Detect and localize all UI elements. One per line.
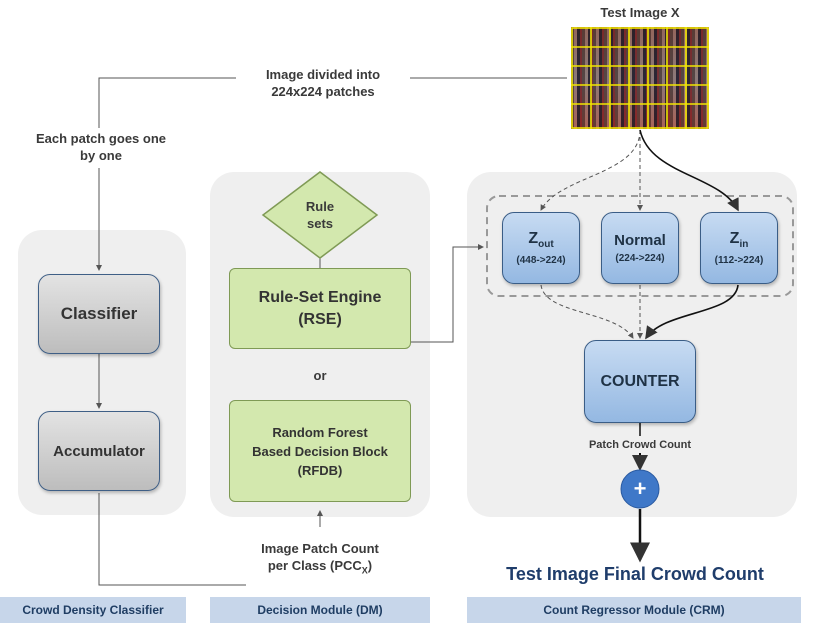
classifier-box: Classifier: [38, 274, 160, 354]
plus-sign: +: [633, 476, 647, 501]
footer-dm: Decision Module (DM): [210, 597, 430, 623]
zout-sub: out: [538, 239, 554, 251]
counter-box: COUNTER: [584, 340, 696, 423]
rfdb-box: Random Forest Based Decision Block (RFDB…: [229, 400, 411, 502]
footer-cdc-label: Crowd Density Classifier: [22, 603, 164, 617]
or-label: or: [313, 368, 327, 383]
test-image: [571, 27, 709, 129]
classifier-label: Classifier: [60, 304, 138, 323]
zin-counter-arrow: [645, 284, 739, 340]
zout-counter-arrow: [540, 284, 634, 339]
pcc-close-text: ): [367, 558, 373, 573]
test-image-title: Test Image X: [600, 5, 680, 20]
footer-dm-label: Decision Module (DM): [257, 603, 383, 617]
footer-cdc: Crowd Density Classifier: [0, 597, 186, 623]
sum-circle: [620, 469, 660, 509]
rse-box: Rule-Set Engine (RSE): [229, 268, 411, 349]
accumulator-pcc-line: [98, 493, 246, 586]
zout-ratio: (448->224): [516, 254, 566, 266]
divided-label: Image divided into 224x224 patches: [265, 67, 381, 99]
zout-box: Zout (448->224): [502, 212, 580, 284]
patch-flow-line-left: [98, 77, 236, 128]
each-patch-label: Each patch goes one by one: [35, 131, 167, 163]
rse-crm-line: [411, 244, 484, 343]
zin-ratio: (112->224): [714, 254, 764, 266]
normal-ratio: (224->224): [615, 253, 665, 264]
normal-box: Normal (224->224): [601, 212, 679, 284]
accumulator-label: Accumulator: [53, 442, 145, 460]
pcc-label: Image Patch Count per Class (PCCX): [222, 540, 418, 580]
rse-label: Rule-Set Engine (RSE): [258, 288, 382, 328]
pcc-sub-text: X: [361, 565, 368, 576]
counter-label: COUNTER: [600, 372, 680, 390]
rfdb-label: Random Forest Based Decision Block (RFDB…: [252, 424, 388, 478]
zoom-group-dashed: [486, 195, 794, 297]
normal-main: Normal: [614, 232, 666, 249]
rule-sets-label: Rule sets: [305, 199, 335, 231]
image-zout-arrow: [540, 129, 641, 211]
image-zin-arrow: [639, 129, 739, 212]
pcc-main-text: Image Patch Count per Class (PCC: [261, 541, 379, 573]
patch-crowd-count-label: Patch Crowd Count: [588, 439, 692, 451]
footer-crm-label: Count Regressor Module (CRM): [543, 603, 725, 617]
zin-box: Zin (112->224): [700, 212, 778, 284]
zout-main: Z: [528, 230, 539, 248]
patch-grid: [571, 27, 709, 129]
footer-crm: Count Regressor Module (CRM): [467, 597, 801, 623]
rule-sets-diamond: [261, 171, 379, 259]
final-count-label: Test Image Final Crowd Count: [506, 564, 764, 584]
zin-main: Z: [729, 230, 740, 248]
accumulator-box: Accumulator: [38, 411, 160, 491]
zin-sub: in: [739, 239, 749, 251]
